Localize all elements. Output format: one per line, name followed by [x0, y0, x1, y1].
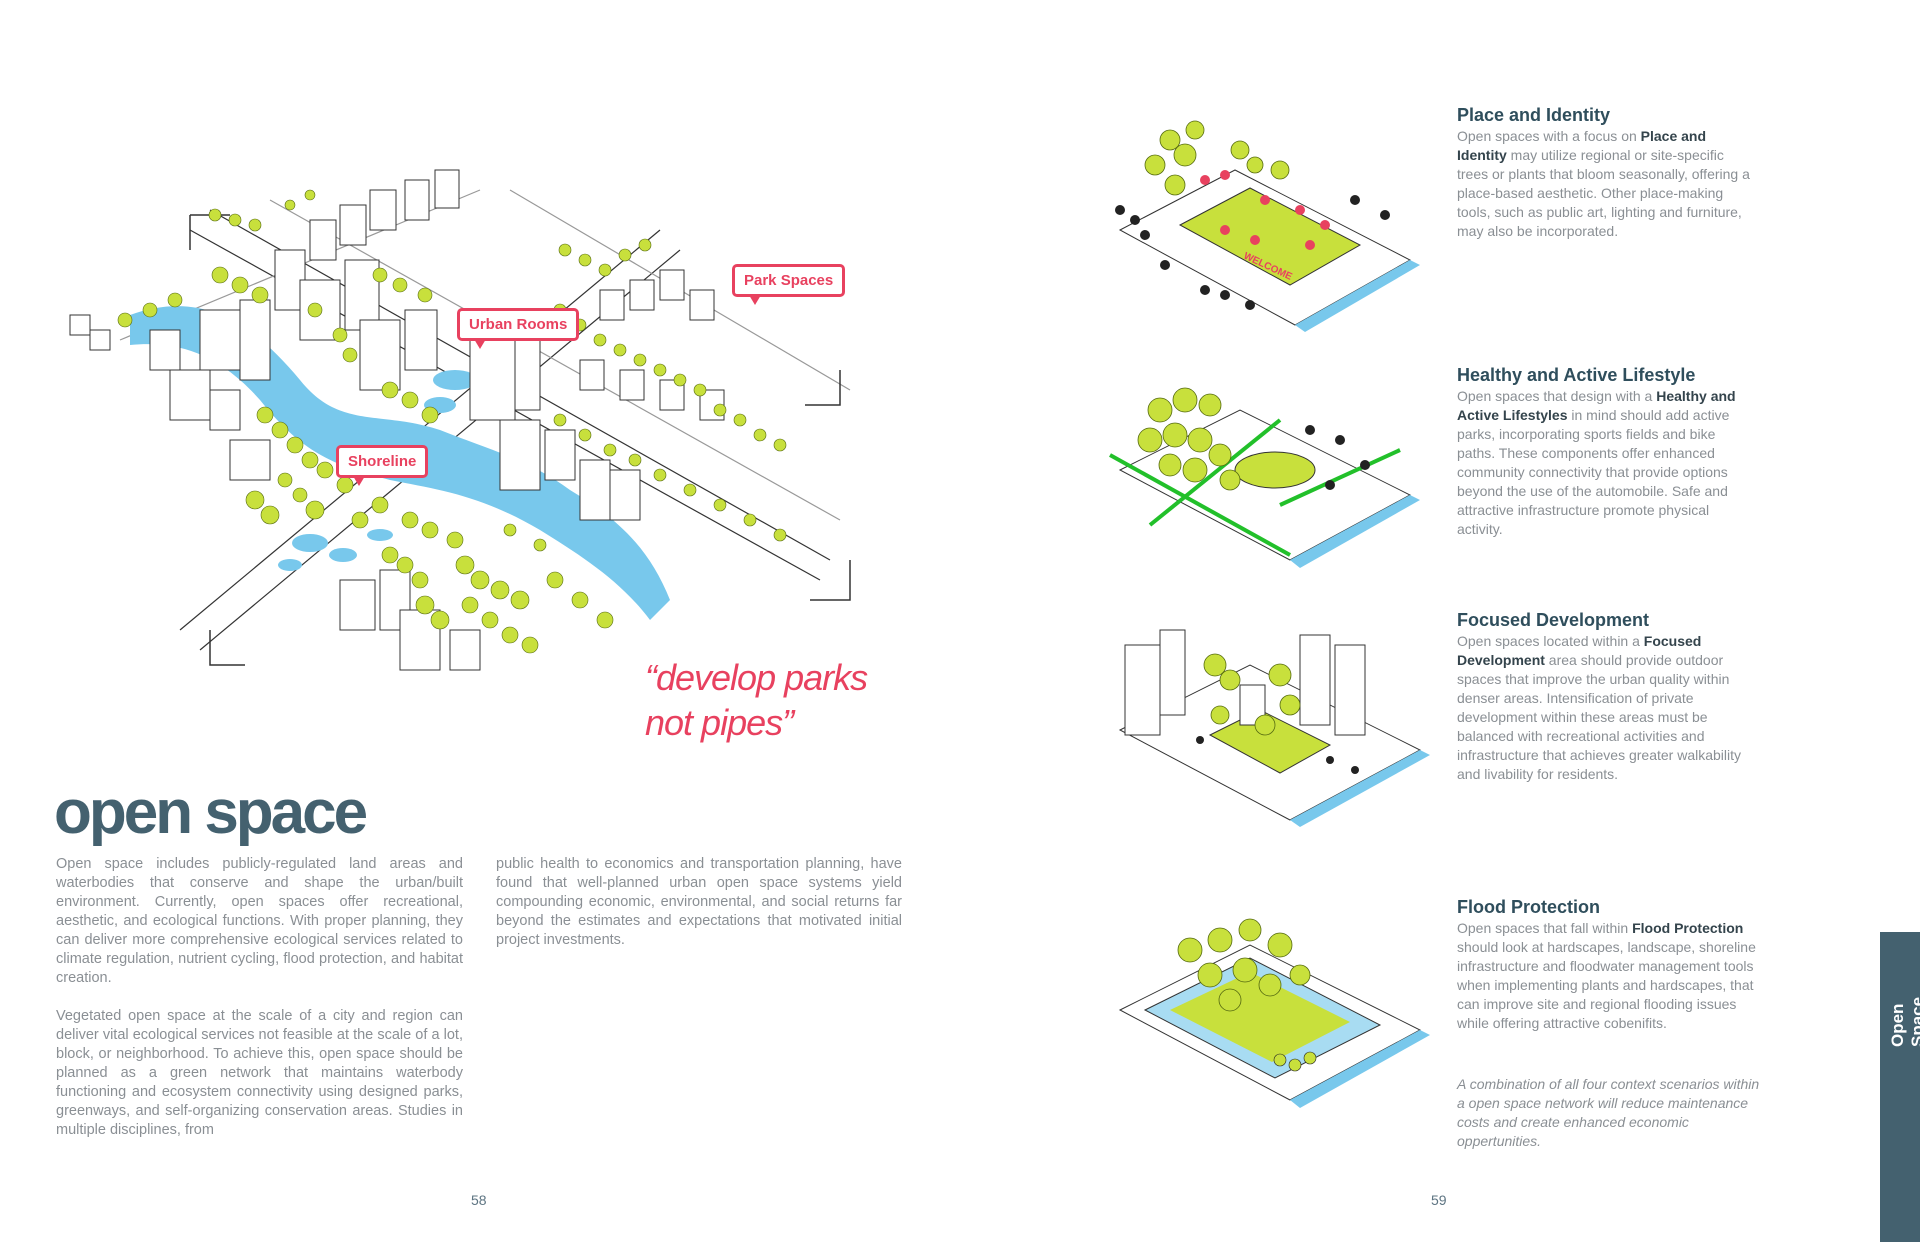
- isometric-city-map: [69, 169, 851, 671]
- callout-shoreline: Shoreline: [336, 445, 429, 486]
- quote-line-2: not pipes”: [645, 702, 794, 743]
- paragraph: Vegetated open space at the scale of a c…: [56, 1008, 463, 1138]
- paragraph: Open space includes publicly-regulated l…: [56, 856, 463, 986]
- page-number-right: 59: [1431, 1192, 1447, 1208]
- healthy-lifestyle-diagram: [1109, 387, 1420, 568]
- section-title-focused-development: Focused Development: [1457, 610, 1650, 630]
- section-body-flood-protection: Open spaces that fall within Flood Prote…: [1457, 920, 1756, 1031]
- focused-development-diagram: [1118, 629, 1430, 827]
- summary-note: A combination of all four context scenar…: [1457, 1076, 1760, 1149]
- side-tab-label: Open Space: [1888, 996, 1920, 1047]
- section-body-healthy-lifestyle: Open spaces that design with a Healthy a…: [1457, 388, 1736, 537]
- quote-line-1: “develop parks: [645, 657, 868, 698]
- place-identity-diagram: WELCOME: [1115, 120, 1420, 332]
- arrow-sw: [209, 630, 245, 666]
- side-tab[interactable]: Open Space: [1880, 932, 1920, 1242]
- arrow-ne: [805, 370, 841, 406]
- paragraph: public health to economics and transport…: [496, 856, 902, 948]
- section-title-healthy-lifestyle: Healthy and Active Lifestyle: [1457, 365, 1696, 385]
- page-number-left: 58: [471, 1192, 487, 1208]
- callout-park-spaces: Park Spaces: [732, 264, 846, 305]
- section-body-place-identity: Open spaces with a focus on Place and Id…: [1457, 128, 1750, 239]
- pull-quote: “develop parks not pipes”: [645, 655, 868, 745]
- callout-urban-rooms: Urban Rooms: [457, 308, 580, 349]
- section-title-flood-protection: Flood Protection: [1457, 897, 1600, 917]
- body-column-1: Open space includes publicly-regulated l…: [56, 855, 463, 1159]
- arrow-se: [810, 560, 851, 601]
- arrow-nw: [189, 214, 230, 250]
- section-body-focused-development: Open spaces located within a Focused Dev…: [1457, 633, 1742, 782]
- flood-protection-diagram: [1118, 918, 1430, 1108]
- body-column-2: public health to economics and transport…: [496, 855, 902, 969]
- page-title: open space: [54, 778, 368, 847]
- section-title-place-identity: Place and Identity: [1457, 105, 1611, 125]
